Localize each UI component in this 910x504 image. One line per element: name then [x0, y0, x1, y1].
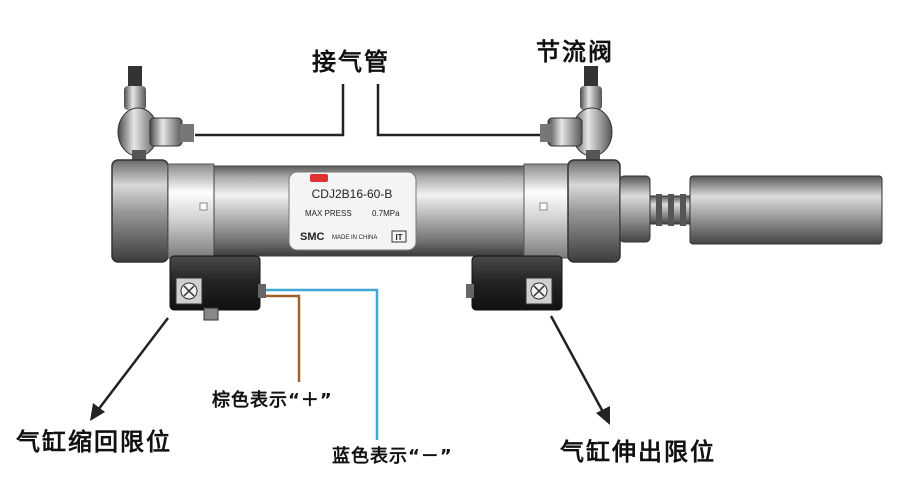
air-pipe-label: 接气管 — [312, 48, 390, 76]
blue-wire-label: 蓝色表示“－” — [332, 446, 453, 467]
plate-made-in: MADE IN CHINA — [332, 235, 377, 241]
nameplate: CDJ2B16-60-B MAX PRESS 0.7MPa SMC MADE I… — [288, 171, 417, 251]
throttle-valve — [540, 66, 613, 162]
throttle-valve-label: 节流阀 — [536, 38, 614, 66]
piston-rod — [619, 175, 883, 245]
blue-wire — [266, 288, 379, 440]
plate-model: CDJ2B16-60-B — [312, 187, 393, 201]
plate-marker — [310, 174, 328, 182]
plate-press-value: 0.7MPa — [372, 209, 400, 218]
plate-badge: IT — [395, 233, 402, 242]
retract-leader-arrow — [90, 317, 169, 421]
extend-limit-label: 气缸伸出限位 — [560, 438, 716, 466]
extend-limit-sensor — [466, 255, 563, 311]
retract-limit-sensor — [169, 255, 266, 321]
brown-wire — [266, 294, 301, 382]
brown-wire-label: 棕色表示“＋” — [212, 390, 333, 411]
retract-limit-label: 气缸缩回限位 — [16, 428, 172, 456]
left-air-fitting — [117, 66, 194, 162]
plate-max-press: MAX PRESS — [305, 209, 352, 218]
air-pipe-lines — [195, 84, 540, 137]
plate-brand: SMC — [300, 231, 325, 243]
extend-leader-arrow — [549, 315, 610, 425]
